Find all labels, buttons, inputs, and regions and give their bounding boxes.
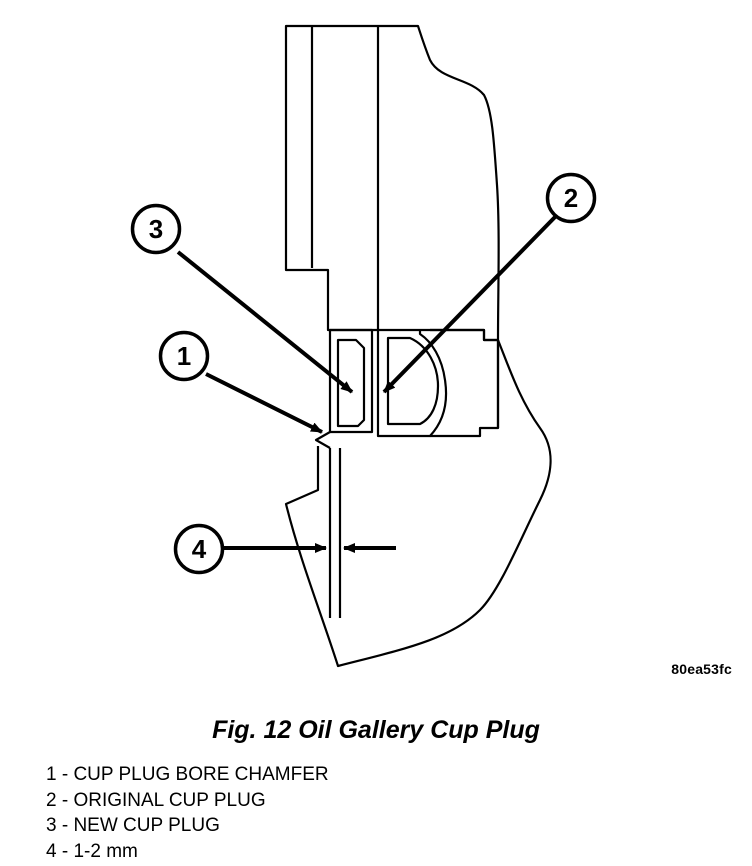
callout-4: 4 bbox=[173, 523, 225, 575]
legend-item: 2 - ORIGINAL CUP PLUG bbox=[46, 789, 266, 811]
legend-item: 4 - 1-2 mm bbox=[46, 840, 138, 862]
callout-2: 2 bbox=[545, 172, 597, 224]
callout-2-number: 2 bbox=[564, 183, 578, 213]
legend-item: 3 - NEW CUP PLUG bbox=[46, 815, 220, 836]
callout-1-number: 1 bbox=[177, 341, 191, 371]
new-cup-plug bbox=[328, 328, 374, 434]
original-cup-plug bbox=[376, 330, 448, 438]
callout-4-number: 4 bbox=[192, 534, 207, 564]
figure-title: Fig. 12 Oil Gallery Cup Plug bbox=[212, 716, 540, 744]
bore-chamfer bbox=[314, 431, 331, 449]
upper-block bbox=[284, 24, 500, 342]
leader-line-3 bbox=[176, 250, 354, 394]
callout-3: 3 bbox=[130, 203, 182, 255]
gallery-passage bbox=[430, 328, 500, 438]
lower-block bbox=[284, 339, 552, 668]
figure-reference-code: 80ea53fc bbox=[671, 661, 732, 677]
callout-1: 1 bbox=[158, 330, 210, 382]
legend-item: 1 - CUP PLUG BORE CHAMFER bbox=[46, 764, 329, 785]
leader-line-1 bbox=[205, 372, 323, 434]
leader-line-2 bbox=[382, 214, 558, 394]
cup-plug-diagram: 3 2 1 4 bbox=[130, 24, 597, 668]
legend: 1 - CUP PLUG BORE CHAMFER 2 - ORIGINAL C… bbox=[46, 762, 329, 864]
callout-3-number: 3 bbox=[149, 214, 163, 244]
